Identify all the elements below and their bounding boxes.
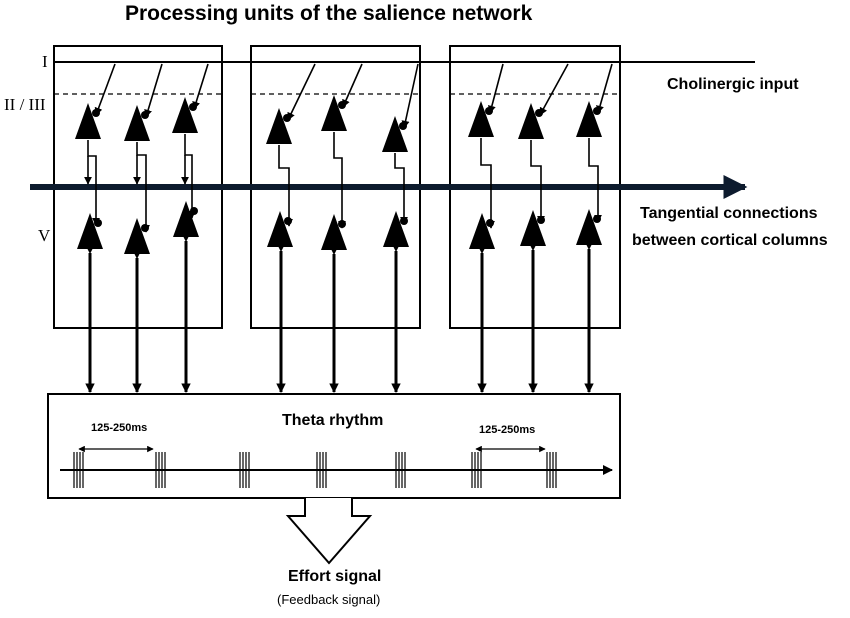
cholinergic-arrow-7 <box>487 63 504 114</box>
pyramidal-neuron-icon-synapse-dot <box>141 111 149 119</box>
pyramidal-neuron-icon <box>266 108 292 144</box>
pyramidal-neuron-icon-synapse-dot <box>338 220 346 228</box>
pyramidal-neuron-icon-synapse-dot <box>593 107 601 115</box>
upper-to-lower-arrow <box>333 132 346 229</box>
pyramidal-neuron-icon <box>469 213 495 249</box>
pyramidal-neuron-icon <box>173 201 199 237</box>
diagram-title: Processing units of the salience network <box>125 2 533 25</box>
cholinergic-arrow-8 <box>539 63 569 116</box>
pyramidal-neuron-icon-synapse-dot <box>537 216 545 224</box>
pyramidal-neuron-icon <box>172 97 198 133</box>
effort-arrow <box>285 498 373 565</box>
pyramidal-neuron-icon-synapse-dot <box>190 207 198 215</box>
theta-rhythm-label: Theta rhythm <box>282 412 384 429</box>
tangential-label-line2: between cortical columns <box>632 232 828 249</box>
pyramidal-neuron-icon-synapse-dot <box>485 107 493 115</box>
pyramidal-neuron-icon <box>576 209 602 245</box>
pyramidal-neuron-icon <box>468 101 494 137</box>
pyramidal-neuron-icon-synapse-dot <box>338 101 346 109</box>
pyramidal-neuron-icon <box>520 210 546 246</box>
pyramidal-neuron-icon <box>382 116 408 152</box>
cholinergic-input-label: Cholinergic input <box>667 76 799 93</box>
layer-label-v: V <box>38 226 51 245</box>
cholinergic-arrow-1 <box>94 63 116 116</box>
cholinergic-arrow-5 <box>342 63 363 108</box>
neurons <box>75 95 602 254</box>
cholinergic-arrow-4 <box>287 63 316 121</box>
upper-to-lower-arrow <box>278 145 293 227</box>
cholinergic-arrow-9 <box>596 63 613 114</box>
upper-to-lower-arrow <box>480 138 495 229</box>
pyramidal-neuron-icon-synapse-dot <box>92 109 100 117</box>
pyramidal-neuron-icon-synapse-dot <box>283 114 291 122</box>
pyramidal-neuron-icon <box>383 211 409 247</box>
layer-label-ii-iii: II / III <box>4 95 46 114</box>
interval-label-right: 125-250ms <box>479 424 536 436</box>
pyramidal-neuron-icon-synapse-dot <box>593 215 601 223</box>
interval-label-left: 125-250ms <box>91 422 148 434</box>
tangential-label-line1: Tangential connections <box>640 205 818 222</box>
block-arrow-down-icon <box>285 498 373 565</box>
theta-panel <box>47 393 621 499</box>
upper-to-lower-arrow <box>588 138 602 223</box>
cholinergic-arrow-2 <box>144 63 163 118</box>
pyramidal-neuron-icon-synapse-dot <box>189 103 197 111</box>
upper-to-lower-arrow <box>136 142 150 233</box>
pyramidal-neuron-icon <box>321 214 347 250</box>
pyramidal-neuron-icon <box>75 103 101 139</box>
upper-to-lower-arrow <box>87 140 100 226</box>
theta-rhythm-box <box>47 393 621 499</box>
pyramidal-neuron-icon <box>124 105 150 141</box>
cholinergic-arrow-3 <box>192 63 209 110</box>
upper-to-lower-arrow <box>184 134 196 219</box>
pyramidal-neuron-icon <box>77 213 103 249</box>
pyramidal-neuron-icon-synapse-dot <box>141 224 149 232</box>
pyramidal-neuron-icon <box>576 101 602 137</box>
connection-arrows <box>30 61 755 393</box>
cholinergic-arrow-6 <box>401 63 419 129</box>
pyramidal-neuron-icon-synapse-dot <box>535 109 543 117</box>
pyramidal-neuron-icon <box>518 103 544 139</box>
upper-to-lower-arrow <box>394 153 408 225</box>
pyramidal-neuron-icon-synapse-dot <box>94 219 102 227</box>
pyramidal-neuron-icon <box>321 95 347 131</box>
pyramidal-neuron-icon <box>124 218 150 254</box>
upper-to-lower-arrow <box>530 140 545 224</box>
effort-signal-label: Effort signal <box>288 568 382 585</box>
pyramidal-neuron-icon-synapse-dot <box>486 219 494 227</box>
pyramidal-neuron-icon-synapse-dot <box>400 217 408 225</box>
pyramidal-neuron-icon-synapse-dot <box>284 217 292 225</box>
layer-label-i: I <box>42 52 48 71</box>
pyramidal-neuron-icon-synapse-dot <box>399 122 407 130</box>
feedback-signal-label: (Feedback signal) <box>277 592 381 607</box>
pyramidal-neuron-icon <box>267 211 293 247</box>
